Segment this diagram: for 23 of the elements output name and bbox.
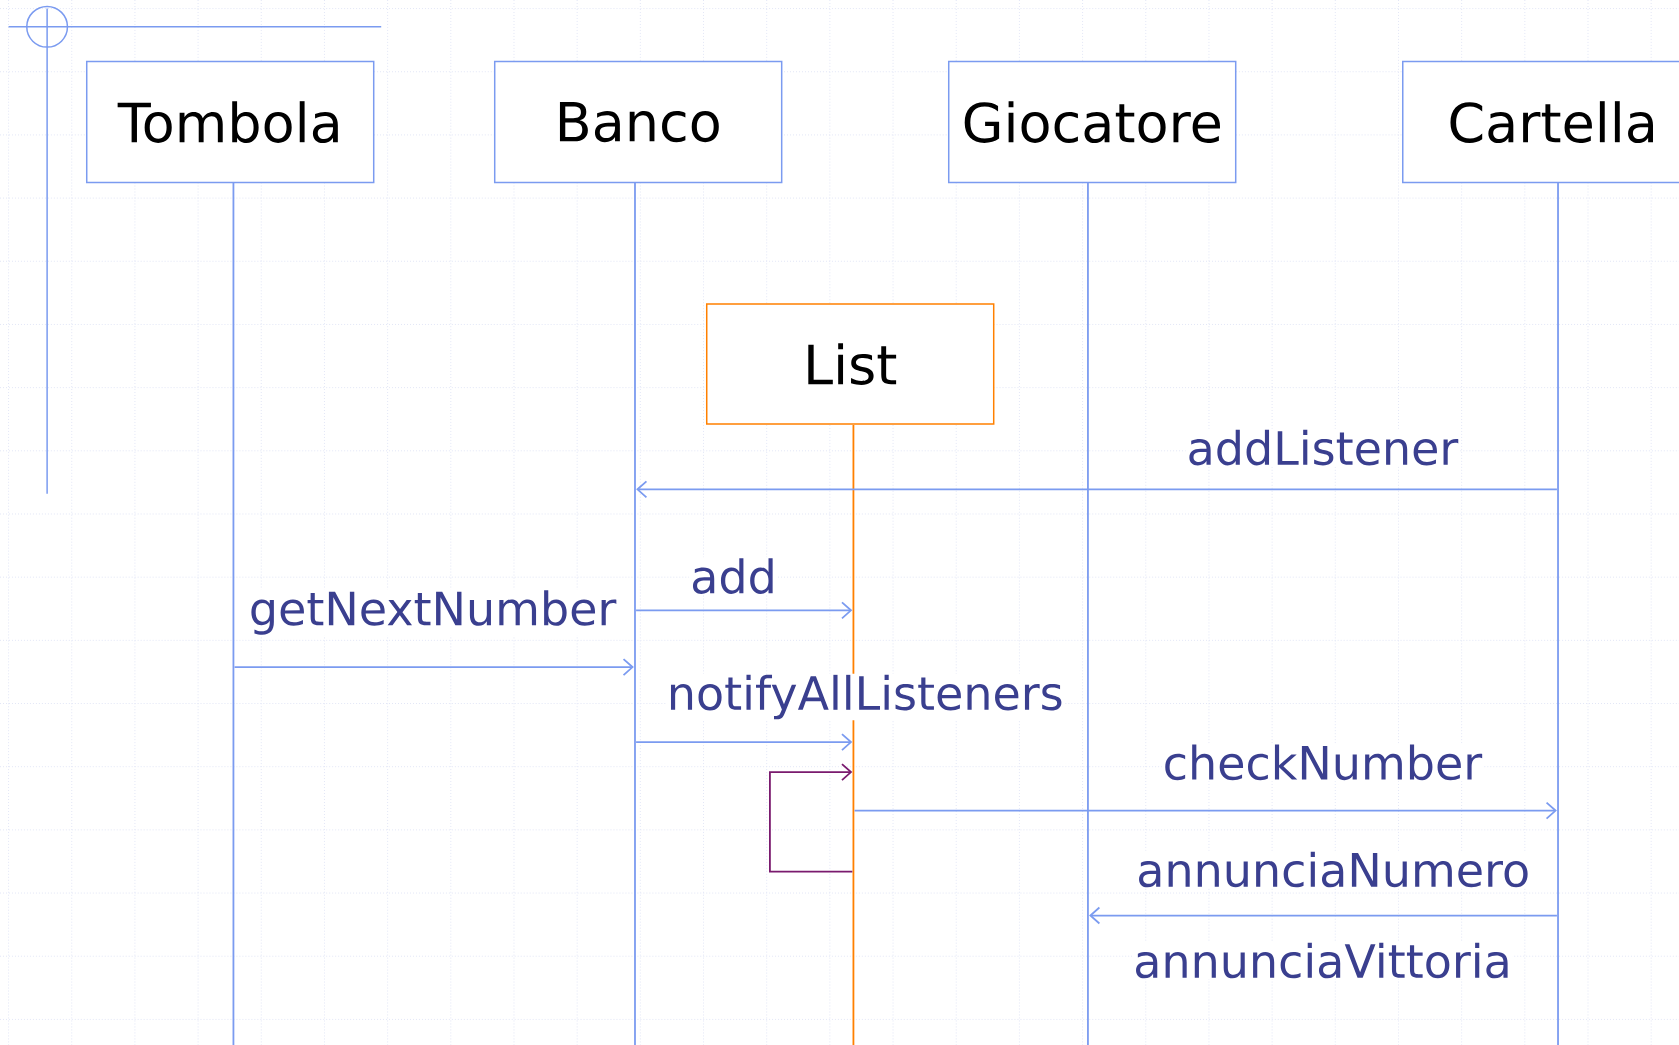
- lifeline-head: Giocatore: [948, 60, 1237, 184]
- lifeline-head: Cartella: [1402, 60, 1679, 184]
- lifeline: [1087, 183, 1089, 1045]
- lifeline: [634, 183, 636, 1045]
- edge-label: addListener: [1185, 428, 1460, 467]
- message-arrow: [233, 658, 634, 676]
- message-arrow: [636, 480, 1558, 499]
- lifeline: [232, 183, 235, 1045]
- lifeline-head: Banco: [493, 60, 783, 184]
- lifeline-head: Tombola: [86, 60, 375, 184]
- lifeline-head: List: [706, 303, 995, 425]
- edge-label: annunciaNumero: [1135, 850, 1532, 889]
- message-arrow: [1089, 906, 1558, 925]
- message-label: annunciaVittoria: [1132, 941, 1513, 980]
- edge-label: checkNumber: [1161, 743, 1484, 782]
- lifeline: [1557, 183, 1559, 1045]
- message-arrow: [635, 733, 853, 751]
- message-arrow: [853, 801, 1557, 820]
- message-arrow: [635, 601, 853, 620]
- edge-label: notifyAllListeners: [665, 673, 1065, 721]
- edge-label: getNextNumber: [247, 589, 618, 636]
- edge-label: add: [689, 557, 778, 595]
- self-call-arrow: [769, 763, 854, 873]
